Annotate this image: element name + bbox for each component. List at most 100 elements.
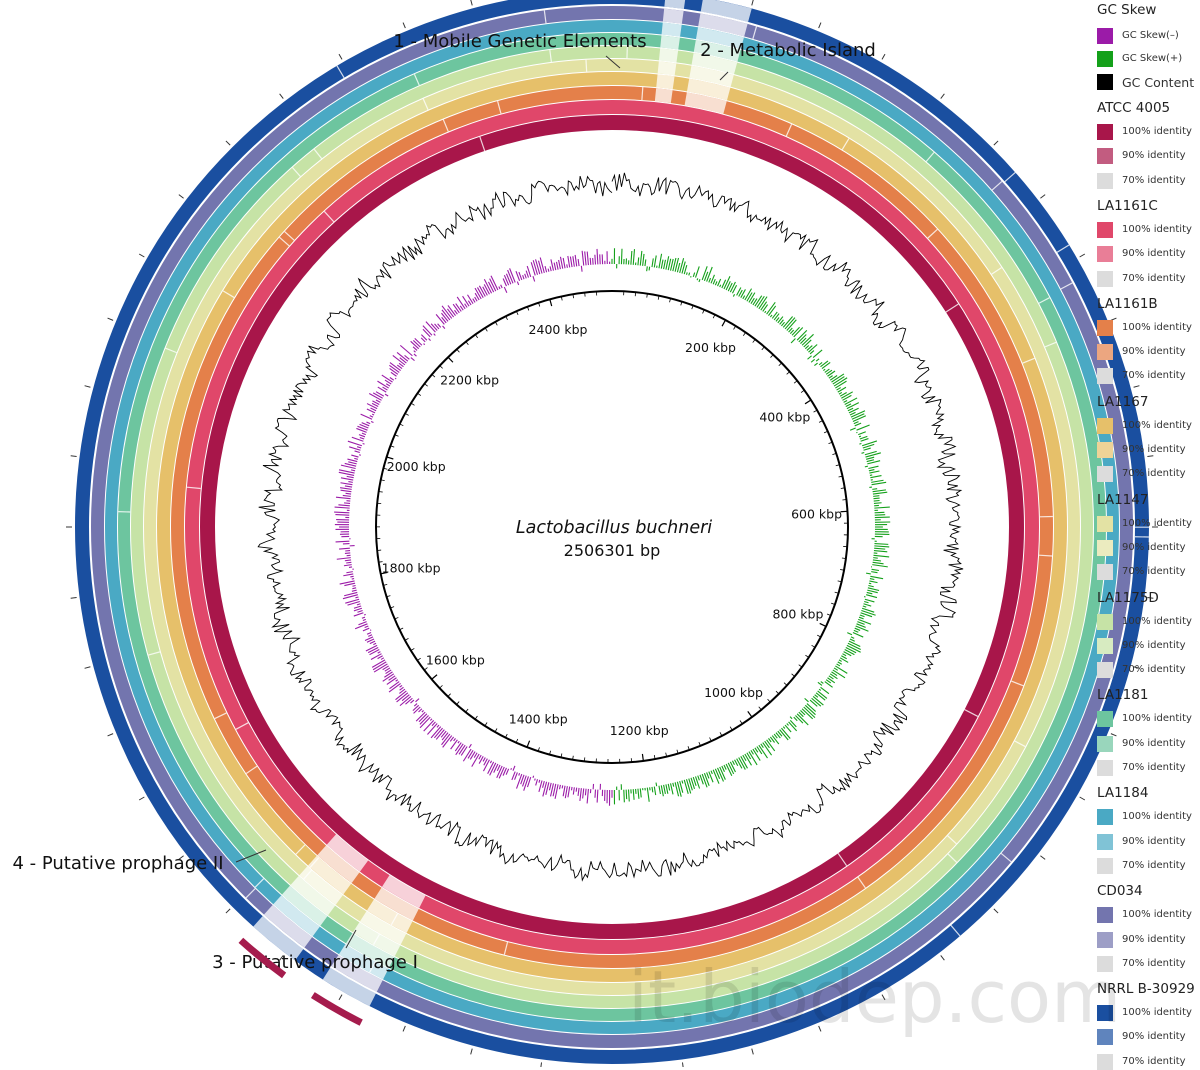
gc-skew-bar bbox=[400, 345, 412, 355]
gc-skew-bar bbox=[839, 660, 842, 662]
identity-gap bbox=[660, 35, 680, 49]
gc-skew-bar bbox=[465, 304, 468, 308]
gc-skew-bar bbox=[560, 785, 561, 789]
legend-label: GC Content bbox=[1122, 75, 1194, 90]
gc-skew-bar bbox=[568, 787, 570, 798]
gc-skew-bar bbox=[696, 266, 700, 277]
gc-skew-bar bbox=[859, 443, 861, 444]
gc-skew-bar bbox=[858, 619, 871, 624]
gc-skew-bar bbox=[414, 707, 421, 713]
legend-title-ring: LA1184 bbox=[1097, 785, 1148, 801]
gc-skew-bar bbox=[352, 586, 355, 587]
tick-label: 1800 kbp bbox=[382, 561, 441, 576]
gc-skew-bar bbox=[354, 606, 361, 608]
legend-label: 90% identity bbox=[1122, 542, 1186, 553]
gc-skew-bar bbox=[715, 281, 717, 285]
tick-label: 800 kbp bbox=[772, 606, 823, 621]
identity-gap-line bbox=[1039, 555, 1052, 556]
legend-label: 90% identity bbox=[1122, 640, 1186, 651]
outer-tick bbox=[941, 94, 945, 99]
gc-skew-bar bbox=[774, 734, 777, 738]
legend-swatch bbox=[1097, 662, 1113, 678]
legend-swatch bbox=[1097, 148, 1113, 164]
outer-tick bbox=[541, 1062, 542, 1067]
gc-skew-bar bbox=[643, 254, 644, 266]
gc-skew-bar bbox=[366, 422, 370, 424]
legend-label: 90% identity bbox=[1122, 836, 1186, 847]
gc-skew-bar bbox=[352, 588, 356, 589]
gc-skew-bar bbox=[677, 263, 679, 272]
gc-skew-bar bbox=[813, 350, 822, 358]
gc-skew-bar bbox=[341, 490, 352, 491]
gc-skew-bar bbox=[765, 311, 766, 313]
gc-skew-bar bbox=[749, 293, 755, 303]
gc-skew-bar bbox=[869, 581, 877, 583]
gc-skew-bar bbox=[664, 785, 666, 794]
gc-skew-bar bbox=[400, 687, 404, 690]
gc-skew-bar bbox=[699, 279, 700, 282]
gc-skew-bar bbox=[811, 359, 814, 362]
gc-skew-bar bbox=[340, 483, 352, 485]
region-label: 4 - Putative prophage II bbox=[12, 853, 223, 874]
gc-skew-bar bbox=[864, 448, 871, 450]
gc-skew-bar bbox=[337, 558, 351, 560]
gc-skew-bar bbox=[556, 262, 558, 270]
gc-skew-bar bbox=[525, 274, 527, 279]
gc-skew-bar bbox=[654, 787, 655, 795]
gc-skew-bar bbox=[828, 371, 835, 376]
minor-tick bbox=[842, 558, 846, 559]
gc-skew-bar bbox=[355, 624, 367, 629]
legend-swatch bbox=[1097, 222, 1113, 238]
gc-skew-bar bbox=[429, 339, 431, 341]
gc-skew-bar bbox=[459, 745, 465, 754]
gc-skew-bar bbox=[554, 263, 556, 270]
gc-skew-bar bbox=[704, 773, 709, 786]
gc-skew-bar bbox=[468, 301, 471, 305]
gc-skew-bar bbox=[468, 750, 473, 758]
gc-skew-bar bbox=[872, 569, 879, 570]
legend-label: 90% identity bbox=[1122, 1031, 1186, 1042]
gc-skew-bar bbox=[791, 339, 795, 344]
gc-skew-bar bbox=[344, 503, 350, 504]
gc-skew-bar bbox=[355, 451, 360, 453]
gc-skew-bar bbox=[862, 452, 865, 453]
gc-skew-bar bbox=[359, 435, 365, 437]
gc-skew-bar bbox=[506, 769, 509, 775]
gc-skew-bar bbox=[411, 358, 415, 361]
gc-skew-bar bbox=[638, 257, 639, 265]
gc-skew-bar bbox=[508, 270, 513, 283]
gc-skew-bar bbox=[868, 586, 873, 587]
identity-gap bbox=[658, 61, 677, 75]
gc-skew-bar bbox=[354, 608, 362, 611]
gc-skew-bar bbox=[354, 458, 358, 459]
gc-skew-bar bbox=[595, 255, 596, 265]
gc-skew-bar bbox=[654, 255, 656, 267]
gc-skew-bar bbox=[367, 404, 377, 409]
gc-skew-bar bbox=[624, 790, 625, 803]
gc-skew-bar bbox=[455, 743, 461, 752]
gc-skew-bar bbox=[595, 789, 596, 797]
gc-skew-bar bbox=[504, 287, 507, 293]
gc-skew-bar bbox=[720, 285, 721, 287]
gc-skew-bar bbox=[336, 497, 351, 499]
legend-swatch bbox=[1097, 809, 1113, 825]
gc-skew-bar bbox=[499, 767, 504, 778]
gc-skew-bar bbox=[640, 788, 641, 797]
gc-skew-bar bbox=[822, 362, 830, 368]
identity-gap bbox=[663, 9, 684, 24]
gc-skew-bar bbox=[857, 425, 870, 430]
gc-skew-bar bbox=[350, 576, 353, 577]
gc-skew-bar bbox=[359, 455, 361, 456]
gc-skew-bar bbox=[837, 388, 841, 391]
gc-skew-bar bbox=[568, 256, 570, 267]
gc-skew-bar bbox=[846, 647, 856, 652]
gc-skew-bar bbox=[511, 768, 512, 770]
gc-skew-bar bbox=[475, 297, 477, 301]
outer-tick bbox=[1040, 195, 1045, 199]
gc-skew-bar bbox=[874, 548, 885, 549]
gc-skew-bar bbox=[411, 700, 414, 703]
gc-skew-bar bbox=[864, 604, 872, 606]
gc-skew-bar bbox=[343, 495, 351, 496]
legend-label: 100% identity bbox=[1122, 713, 1192, 724]
gc-skew-bar bbox=[863, 606, 866, 607]
